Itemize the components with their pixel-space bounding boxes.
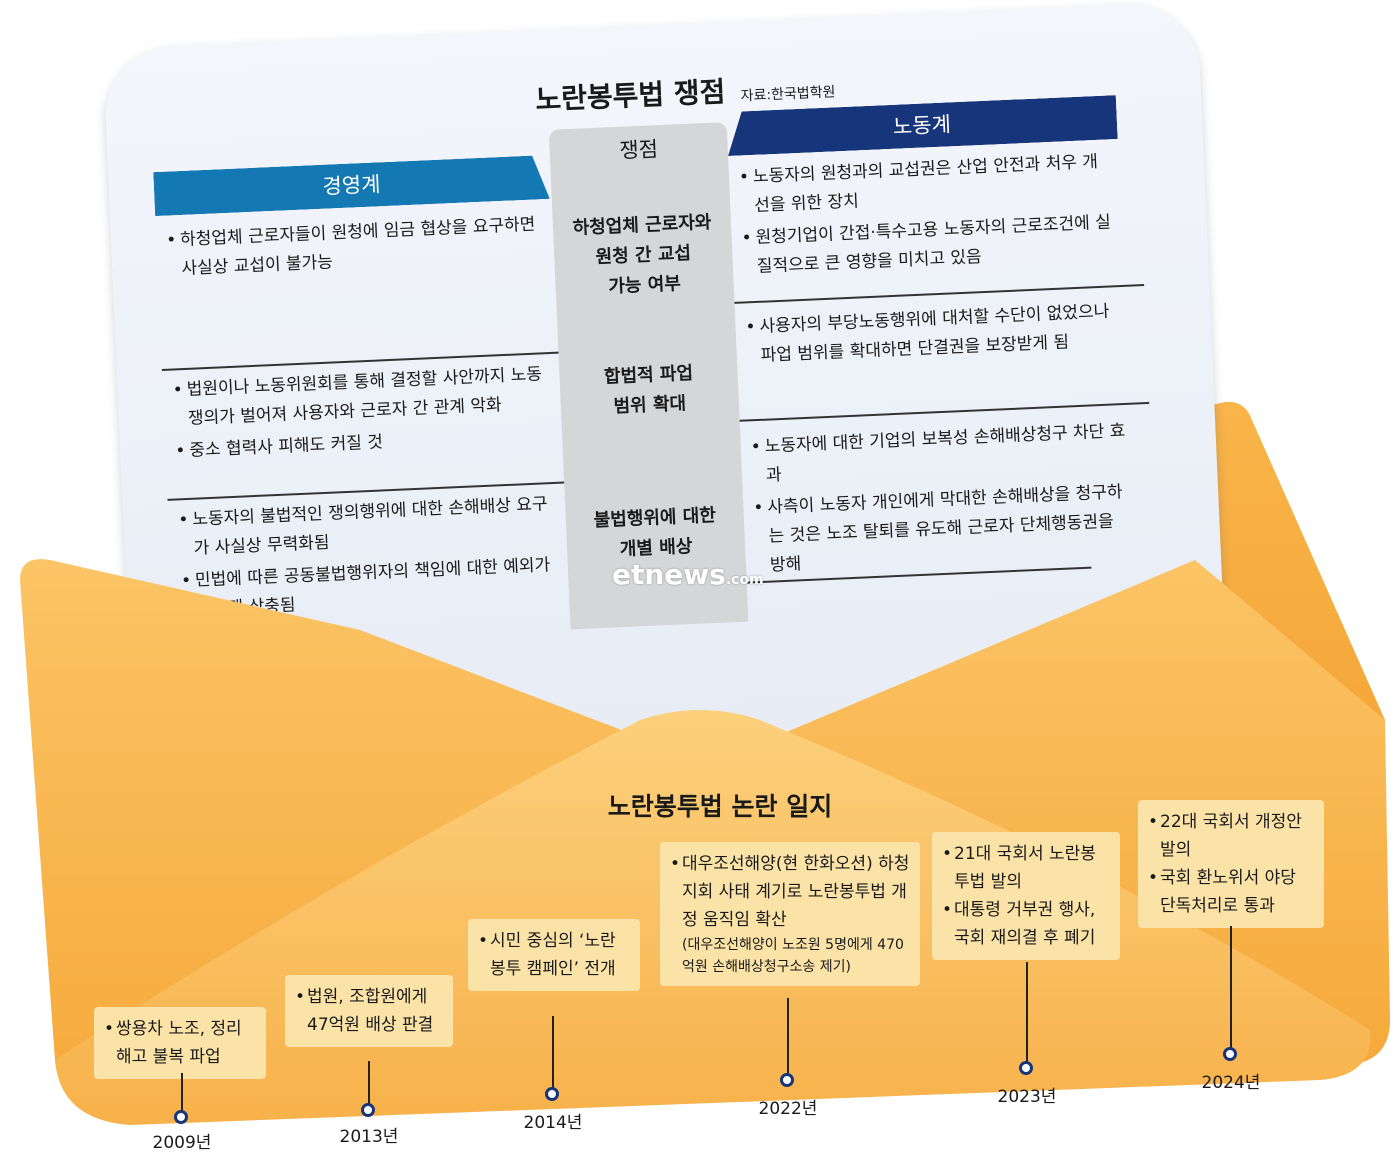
timeline-dot — [780, 1073, 794, 1087]
timeline-event-2013: 법원, 조합원에게 47억원 배상 판결 — [285, 975, 453, 1047]
timeline-stem — [552, 1016, 554, 1088]
timeline-dot — [361, 1103, 375, 1117]
timeline-dot — [174, 1110, 188, 1124]
timeline-dot — [545, 1087, 559, 1101]
timeline-stem — [1230, 926, 1232, 1048]
timeline-stem — [181, 1073, 183, 1111]
etnews-watermark: etnews.com — [612, 558, 764, 591]
timeline-stem — [368, 1061, 370, 1104]
timeline-dot — [1019, 1061, 1033, 1075]
timeline-event-2022: 대우조선해양(현 한화오션) 하청지회 사태 계기로 노란봉투법 개정 움직임 … — [660, 842, 920, 986]
timeline-event-2009: 쌍용차 노조, 정리해고 불복 파업 — [94, 1007, 266, 1079]
timeline-year-2024: 2024년 — [1201, 1073, 1261, 1093]
timeline-stem — [1026, 962, 1028, 1062]
timeline-year-2013: 2013년 — [339, 1127, 399, 1147]
timeline-stem — [787, 998, 789, 1074]
timeline-year-2022: 2022년 — [758, 1099, 818, 1119]
timeline-dot — [1223, 1047, 1237, 1061]
timeline-event-2024: 22대 국회서 개정안 발의 국회 환노위서 야당 단독처리로 통과 — [1138, 800, 1324, 928]
timeline-title: 노란봉투법 논란 일지 — [607, 792, 833, 821]
timeline-year-2009: 2009년 — [152, 1133, 212, 1153]
timeline-year-2014: 2014년 — [523, 1113, 583, 1133]
timeline-year-2023: 2023년 — [997, 1087, 1057, 1107]
timeline-event-2023: 21대 국회서 노란봉투법 발의 대통령 거부권 행사, 국회 재의결 후 폐기 — [932, 832, 1120, 960]
timeline-event-2014: 시민 중심의 ‘노란봉투 캠페인’ 전개 — [468, 919, 640, 991]
